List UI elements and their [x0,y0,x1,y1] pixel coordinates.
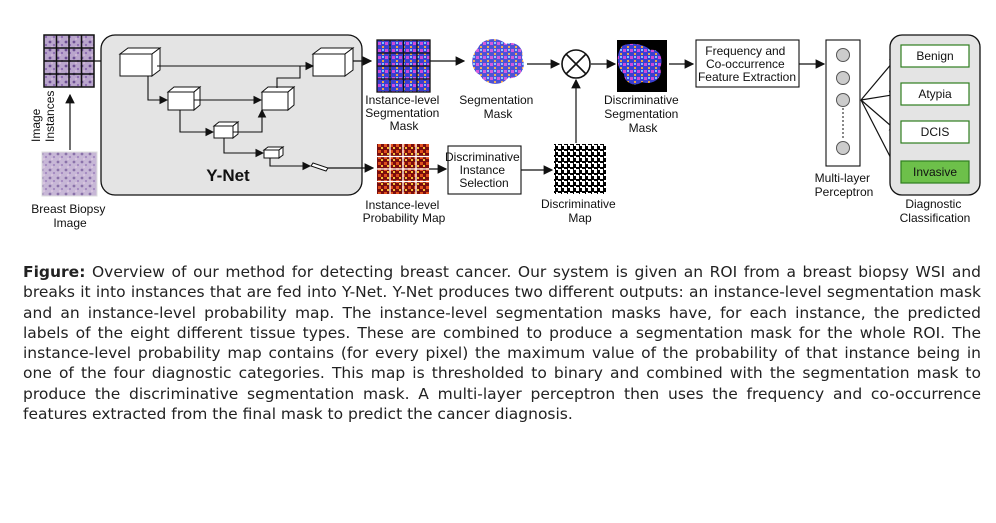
discriminative-segmentation-mask-image [617,40,667,92]
ynet-connections [147,61,315,171]
svg-text:Benign: Benign [916,49,953,63]
discriminative-instance-selection-label: Discriminative Instance Selection [445,150,523,190]
discriminative-map-image [554,144,606,194]
figure-caption: Figure: Overview of our method for detec… [23,262,981,424]
class-invasive: Invasive [900,160,970,184]
segmentation-mask-image [472,39,524,84]
image-instances-label: Image Instances [29,91,57,142]
discriminative-map-label: Discriminative Map [541,197,619,225]
method-diagram: Breast Biopsy Image Image Instances Y-Ne… [29,34,981,230]
ynet-blocks [118,47,355,172]
class-dcis: DCIS [900,120,970,144]
segmentation-mask-label: Segmentation Mask [459,93,536,121]
ynet-title: Y-Net [206,166,250,185]
instance-probability-map-image [377,144,429,194]
mlp-box [825,39,861,167]
ynet-panel [100,34,363,196]
classification-panel [889,34,981,196]
feature-extraction-box [695,39,800,88]
instance-seg-mask-label: Instance-level Segmentation Mask [365,93,442,133]
image-instances-grid [43,34,95,88]
svg-text:Atypia: Atypia [918,87,952,101]
multiply-operator-icon [561,49,591,79]
class-benign: Benign [900,44,970,68]
mlp-label: Multi-layer Perceptron [815,171,874,199]
breast-biopsy-image [41,151,98,197]
discriminative-instance-selection-box [447,145,522,195]
svg-text:DCIS: DCIS [921,125,950,139]
discriminative-seg-mask-label: Discriminative Segmentation Mask [604,93,682,135]
instance-prob-map-label: Instance-level Probability Map [363,198,446,225]
diagnostic-classification-label: Diagnostic Classification [900,197,971,225]
breast-biopsy-label: Breast Biopsy Image [31,202,108,230]
feature-extraction-label: Frequency and Co-occurrence Feature Extr… [698,44,796,84]
class-atypia: Atypia [900,82,970,106]
svg-text:Invasive: Invasive [913,165,957,179]
caption-label: Figure: [23,263,86,281]
instance-segmentation-mask-image [376,39,431,93]
caption-text: Overview of our method for detecting bre… [23,263,981,424]
